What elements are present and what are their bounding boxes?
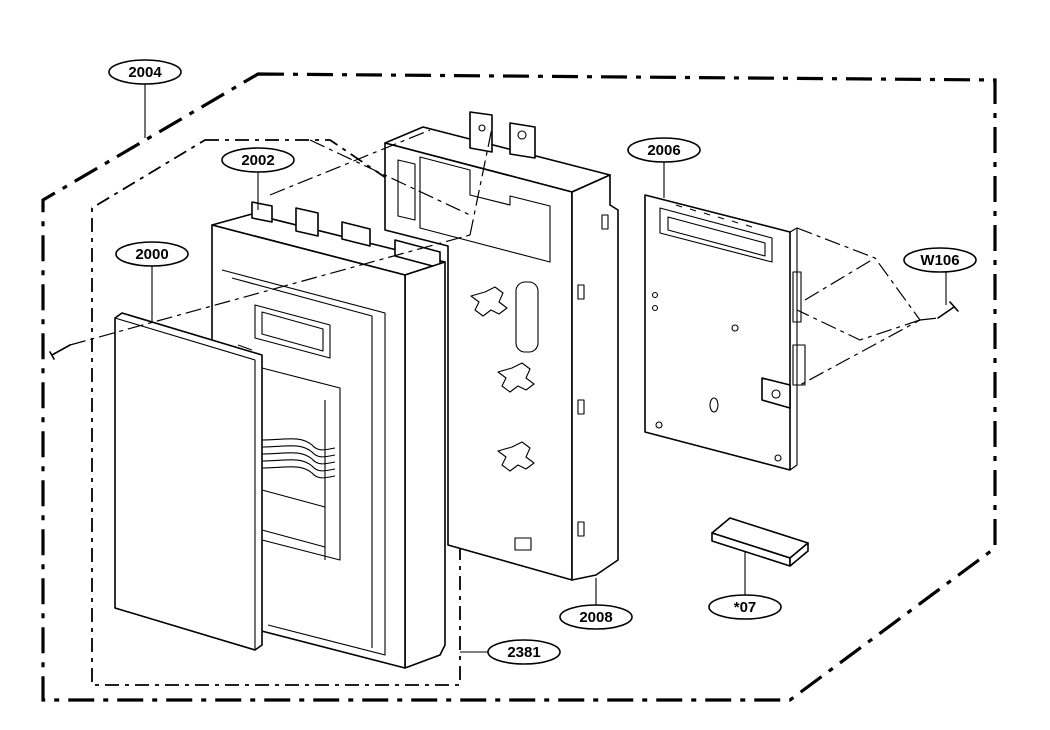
callout-label-2006: 2006 <box>647 142 680 159</box>
assembly-leaders <box>69 127 939 386</box>
callout-label-2004: 2004 <box>128 64 162 81</box>
callout-2004: 2004 <box>108 59 182 85</box>
callout-2381: 2381 <box>487 639 561 665</box>
pcb-2006 <box>644 194 806 471</box>
cover-2000 <box>114 312 263 651</box>
callout-2006: 2006 <box>627 137 701 163</box>
callout-label-2002: 2002 <box>241 152 274 169</box>
assembly-boundary-2004 <box>41 72 997 702</box>
callout-label-w106: W106 <box>920 252 959 269</box>
callout-label-2000: 2000 <box>135 246 168 263</box>
callout-07: *07 <box>708 594 782 620</box>
callout-label-07: *07 <box>734 599 757 616</box>
bracket-2008 <box>384 111 619 581</box>
callout-leaders <box>144 84 947 653</box>
screw-left <box>49 344 71 360</box>
callout-w106: W106 <box>903 247 977 273</box>
callout-2008: 2008 <box>559 604 633 630</box>
screw-w106 <box>937 301 959 319</box>
subassembly-boundary-2381 <box>91 139 461 686</box>
callout-2002: 2002 <box>221 147 295 173</box>
callout-label-2381: 2381 <box>507 644 540 661</box>
callout-label-2008: 2008 <box>579 609 612 626</box>
callout-2000: 2000 <box>115 241 189 267</box>
part-07 <box>711 517 809 567</box>
